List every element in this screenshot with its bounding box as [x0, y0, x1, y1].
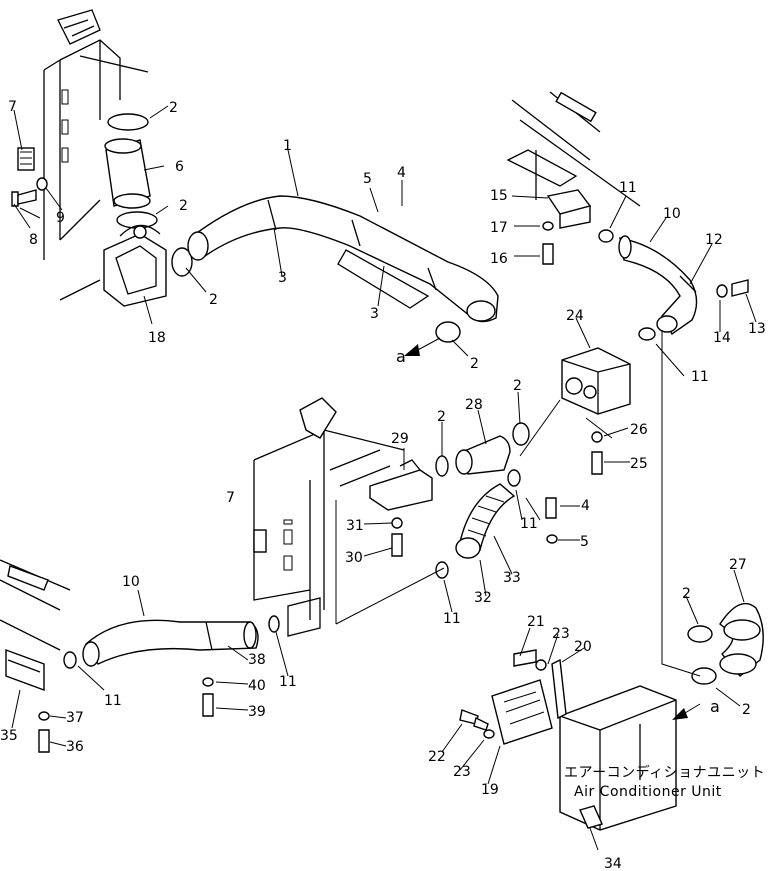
caption-japanese: エアーコンディショナユニット [564, 764, 765, 781]
callout-11: 11 [443, 611, 461, 627]
callout-12: 12 [705, 232, 723, 248]
callout-36: 36 [66, 739, 84, 755]
callout-2: 2 [513, 378, 522, 394]
callout-25: 25 [630, 456, 648, 472]
callout-11: 11 [104, 693, 122, 709]
callout-14: 14 [713, 330, 731, 346]
callout-31: 31 [346, 518, 364, 534]
arrow-label-a: a [396, 347, 406, 366]
callout-10: 10 [663, 206, 681, 222]
callout-39: 39 [248, 704, 266, 720]
callout-5: 5 [580, 534, 589, 550]
callout-4: 4 [397, 165, 406, 181]
callout-16: 16 [490, 251, 508, 267]
callout-33: 33 [503, 570, 521, 586]
callout-3: 3 [370, 306, 379, 322]
callout-38: 38 [248, 652, 266, 668]
callout-2: 2 [209, 292, 218, 308]
callout-10: 10 [122, 574, 140, 590]
arrow-label-a: a [710, 697, 720, 716]
callout-18: 18 [148, 330, 166, 346]
upper-left-assembly [11, 9, 193, 307]
callout-4: 4 [581, 498, 590, 514]
callout-2: 2 [682, 586, 691, 602]
callout-2: 2 [742, 702, 751, 718]
callout-11: 11 [691, 369, 709, 385]
callout-7: 7 [226, 490, 235, 506]
callout-3: 3 [278, 270, 287, 286]
upper-right-assembly [506, 91, 749, 341]
callout-13: 13 [748, 321, 766, 337]
callout-9: 9 [56, 210, 65, 226]
callout-17: 17 [490, 220, 508, 236]
callout-1: 1 [283, 138, 292, 154]
arrow-marks [404, 337, 701, 720]
callout-22: 22 [428, 749, 446, 765]
duct-1 [187, 195, 499, 343]
center-left-wall [253, 397, 445, 637]
center-assembly [369, 347, 631, 579]
callout-29: 29 [391, 431, 409, 447]
callout-8: 8 [29, 232, 38, 248]
callout-35: 35 [0, 728, 18, 744]
callout-20: 20 [574, 639, 592, 655]
leader-lines [11, 105, 757, 851]
callout-32: 32 [474, 590, 492, 606]
callout-21: 21 [527, 614, 545, 630]
callout-6: 6 [175, 159, 184, 175]
callout-27: 27 [729, 557, 747, 573]
callout-34: 34 [604, 856, 622, 871]
callout-23: 23 [453, 764, 471, 780]
lower-left-assembly [0, 559, 259, 753]
callout-11: 11 [520, 516, 538, 532]
callout-37: 37 [66, 710, 84, 726]
callout-15: 15 [490, 188, 508, 204]
callout-26: 26 [630, 422, 648, 438]
callout-2: 2 [470, 356, 479, 372]
callout-7: 7 [8, 99, 17, 115]
callout-2: 2 [169, 100, 178, 116]
callout-23: 23 [552, 626, 570, 642]
callout-2: 2 [179, 198, 188, 214]
callout-40: 40 [248, 678, 266, 694]
callout-5: 5 [363, 171, 372, 187]
callout-11: 11 [619, 180, 637, 196]
callout-24: 24 [566, 308, 584, 324]
callout-28: 28 [465, 397, 483, 413]
callout-labels: 1 2 2 2 2 2 2 2 2 3 3 4 4 5 5 6 7 7 8 9 … [0, 99, 766, 871]
caption-english: Air Conditioner Unit [574, 784, 722, 800]
callout-30: 30 [345, 550, 363, 566]
callout-11: 11 [279, 674, 297, 690]
callout-19: 19 [481, 782, 499, 798]
callout-2: 2 [437, 409, 446, 425]
air-conditioner-unit [459, 330, 764, 831]
